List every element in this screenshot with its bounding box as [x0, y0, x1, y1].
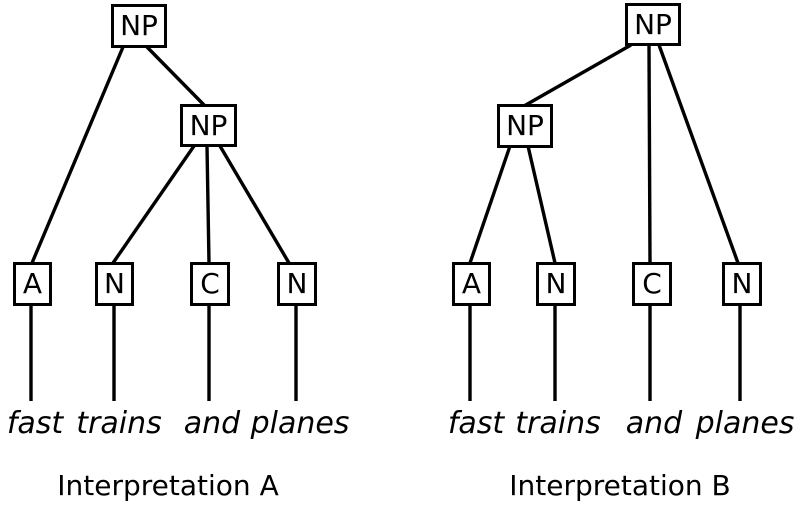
- edge-a-inner-to-n2: [218, 145, 291, 264]
- tree-b-word-trains: trains: [515, 406, 601, 441]
- tree-a-word-fast: fast: [6, 406, 64, 441]
- edge-b-root-to-innernp: [523, 43, 632, 108]
- tree-a-inner-np-node: NP: [180, 104, 237, 147]
- tree-b-leaf-n1-node: N: [536, 262, 576, 306]
- tree-b-word-and: and: [625, 406, 683, 441]
- tree-b-leaf-c-node: C: [632, 262, 672, 306]
- tree-a-root-np-node: NP: [111, 4, 167, 48]
- edge-b-inner-to-n1: [526, 145, 557, 264]
- edge-a-inner-to-c: [205, 145, 211, 264]
- edge-a-inner-to-n1: [111, 145, 196, 264]
- edge-a-root-to-innernp: [145, 45, 207, 108]
- tree-b-root-np-node: NP: [625, 3, 681, 46]
- edge-b-inner-to-a: [468, 145, 512, 264]
- tree-a-leaf-c-node: C: [190, 262, 230, 306]
- tree-b-caption: Interpretation B: [509, 469, 731, 502]
- tree-a-leaf-a-node: A: [13, 262, 52, 306]
- edge-a-root-to-a: [30, 46, 125, 264]
- edge-b-root-to-c: [647, 44, 652, 264]
- edge-b-root-to-n2: [657, 44, 740, 264]
- tree-a-leaf-n1-node: N: [95, 262, 134, 306]
- tree-a-word-trains: trains: [76, 406, 162, 441]
- tree-b-word-fast: fast: [447, 406, 505, 441]
- tree-a-leaf-n2-node: N: [277, 262, 317, 306]
- tree-b-word-planes: planes: [695, 406, 795, 441]
- tree-b-leaf-n2-node: N: [722, 262, 762, 306]
- tree-a-caption: Interpretation A: [57, 469, 279, 502]
- tree-b-inner-np-node: NP: [497, 104, 553, 148]
- tree-a-word-and: and: [183, 406, 241, 441]
- tree-a-word-planes: planes: [250, 406, 350, 441]
- tree-b-leaf-a-node: A: [452, 262, 491, 306]
